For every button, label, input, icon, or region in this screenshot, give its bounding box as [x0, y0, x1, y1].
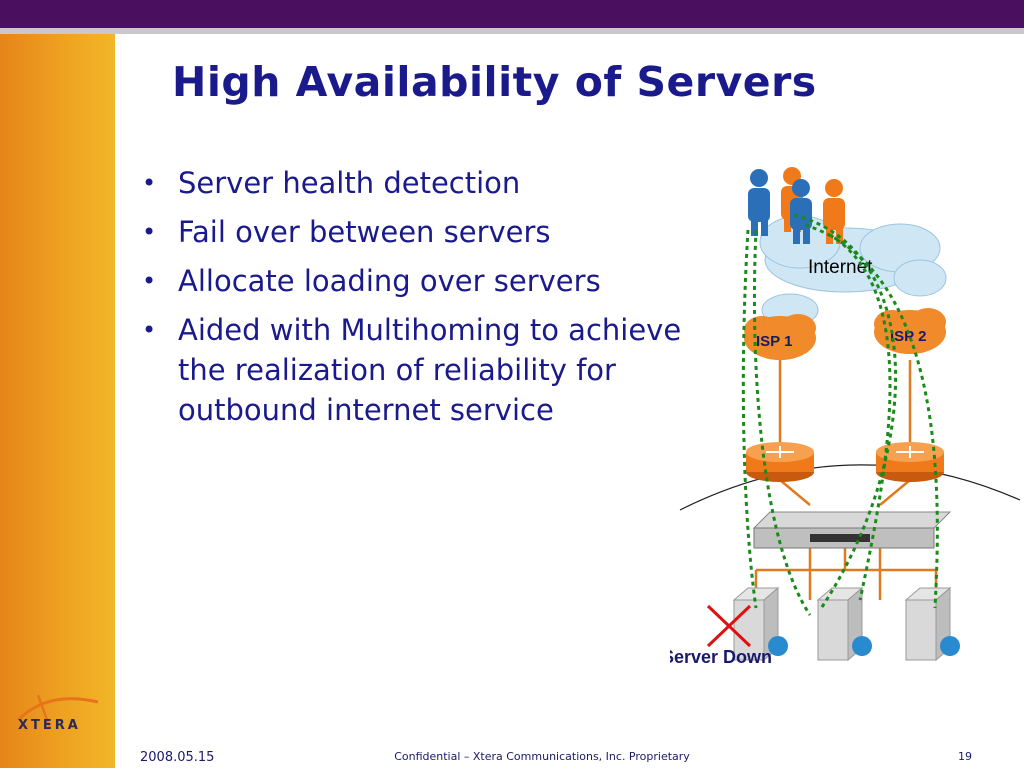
bullet-text: Fail over between servers [178, 215, 551, 249]
bullet-dot-icon: • [142, 169, 157, 197]
bullet-text: Server health detection [178, 166, 521, 200]
isp1-label: ISP 1 [756, 333, 792, 350]
bullet-dot-icon: • [142, 316, 157, 344]
bullet-item: • Aided with Multihoming to achieve the r… [140, 310, 730, 430]
footer-confidential: Confidential – Xtera Communications, Inc… [394, 750, 690, 763]
server-icon [904, 586, 960, 662]
bullet-text: Aided with Multihoming to achieve the re… [178, 313, 682, 427]
router-icon [746, 442, 814, 482]
bullet-dot-icon: • [142, 267, 157, 295]
xtera-logo-icon [16, 694, 99, 729]
router-icon [876, 442, 944, 482]
link-lines [754, 360, 938, 600]
bullet-text: Allocate loading over servers [178, 264, 601, 298]
server-icon [816, 586, 872, 662]
page-number: 19 [958, 750, 972, 763]
top-band [0, 0, 1024, 28]
network-boundary-arc [679, 464, 1021, 511]
failover-paths [741, 213, 939, 616]
logo-text: XTERA [18, 718, 81, 733]
user-icon [790, 179, 812, 244]
bullet-item: • Fail over between servers [140, 212, 730, 252]
user-icon [748, 169, 770, 236]
isp2-label: ISP 2 [890, 328, 926, 345]
isp1-cloud-icon [744, 314, 816, 360]
bullet-item: • Allocate loading over servers [140, 261, 730, 301]
network-diagram: Internet ISP 1 [670, 167, 1021, 667]
bullet-item: • Server health detection [140, 163, 730, 203]
footer-date: 2008.05.15 [140, 750, 215, 765]
server-failed-x-icon [706, 604, 752, 648]
top-stripe [0, 28, 1024, 34]
side-bar [0, 34, 115, 768]
server-down-label: Server Down [670, 647, 772, 667]
slide-title: High Availability of Servers [172, 58, 817, 106]
cloud-label: Internet [808, 257, 873, 278]
bullet-list: • Server health detection • Fail over betw… [140, 163, 730, 439]
bullet-dot-icon: • [142, 218, 157, 246]
load-balancer-icon [752, 511, 952, 549]
